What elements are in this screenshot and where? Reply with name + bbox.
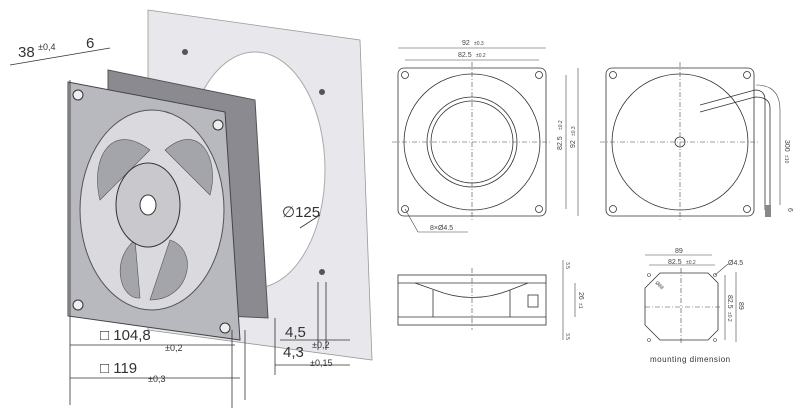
hole-spacing: □ 104,8 [100,327,151,344]
rear-view [600,62,781,222]
lead-strip: 6 [786,208,793,212]
depth-tolerance: ±0,4 [38,42,55,52]
mount-hole-spacing-v: 82.5 [726,295,733,309]
front-hole-spacing-v-tol: ±0.2 [558,120,564,130]
mount-height: 89 [737,302,744,310]
mounting-caption: mounting dimension [650,355,731,364]
front-holes: 8×Ø4.5 [430,225,453,232]
mount-hole-spacing-h: 82.5 [668,259,682,266]
fan-front-frame [67,81,241,341]
mount-width: 89 [675,248,683,255]
side-flange-bottom: 3.5 [564,333,570,340]
front-hole-spacing-h: 82.5 [458,52,472,59]
perspective-dimension-lines [9,47,350,408]
hole-offset-b-tol: ±0,15 [310,358,332,368]
lead-length: 300 [783,140,790,152]
hole-offset-a: 4,5 [285,324,306,341]
mount-cutout-dia: Ø88 [654,280,665,291]
side-depth-tol: ±1 [577,303,583,309]
mount-hole-dia: Ø4.5 [728,260,743,267]
hole-offset-b: 4,3 [283,344,304,361]
hole-offset-a-tol: ±0,2 [312,340,329,350]
lead-length-tol: ±10 [783,155,789,164]
front-width: 92 [462,40,470,47]
frame-size: □ 119 [100,360,137,377]
front-view [392,47,579,233]
mount-hole-spacing-h-tol: ±0.2 [686,260,696,266]
mounting-drawing [644,254,737,345]
front-hole-spacing-v: 82.5 [557,136,564,150]
front-height-tol: ±0.3 [571,126,577,136]
cutout-dimension: ∅125 [282,204,320,221]
front-width-tol: ±0.3 [474,41,484,47]
front-height: 92 [570,140,577,148]
mount-hole-spacing-v-tol: ±0.2 [726,312,732,322]
depth-dimension: 38 [18,44,35,61]
flange-dimension: 6 [86,35,94,52]
frame-size-tol: ±0,3 [148,374,165,384]
side-view [397,260,576,340]
hole-spacing-tol: ±0,2 [165,343,182,353]
front-hole-spacing-h-tol: ±0.2 [476,53,486,59]
side-flange-top: 3.5 [564,262,570,269]
side-depth: 26 [577,292,584,300]
